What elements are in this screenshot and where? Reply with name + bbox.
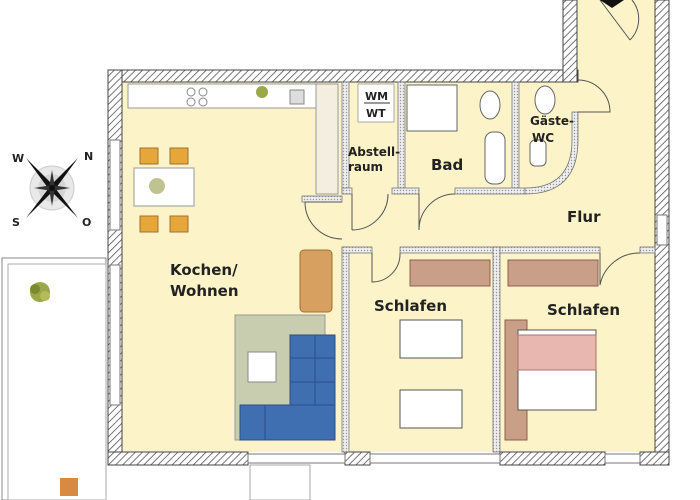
plant-icon (30, 282, 50, 302)
balcony (1, 257, 311, 500)
wardrobe (507, 259, 599, 287)
compass-south: S (12, 216, 20, 229)
compass-west: W (12, 152, 24, 165)
dining-table (133, 147, 195, 233)
interior-walls (301, 81, 656, 453)
washer-dryer (357, 83, 395, 123)
appliance-label-wm: WM (365, 90, 388, 103)
room-label-storage-line1: Abstell- (348, 145, 400, 159)
room-label-guest-wc-line1: Gäste- (530, 114, 574, 128)
appliance-label-wt: WT (366, 107, 386, 120)
room-label-kitchen-line1: Kochen/ (170, 261, 238, 279)
washbasin-icon (484, 131, 506, 185)
bath-fixtures (406, 84, 556, 185)
shower (406, 84, 458, 132)
room-label-bedroom-1: Schlafen (374, 297, 447, 315)
compass-east: O (82, 216, 91, 229)
plant-pot (60, 478, 78, 496)
sideboard (299, 249, 333, 313)
washbasin-icon (529, 139, 547, 167)
doors (304, 0, 641, 286)
compass-icon: N O S W (12, 150, 93, 229)
room-label-kitchen-line2: Wohnen (170, 282, 239, 300)
compass-north: N (84, 150, 93, 163)
stove-icon (186, 87, 208, 107)
living-area (234, 314, 336, 441)
toilet-icon (534, 85, 556, 115)
room-label-guest-wc-line2: WC (532, 131, 554, 145)
windows (109, 139, 668, 464)
entrance-arrow-icon (600, 0, 624, 8)
plant-icon (149, 178, 165, 194)
plant-icon (256, 86, 268, 98)
coffee-table (247, 351, 277, 383)
room-label-hall: Flur (567, 208, 601, 226)
room-label-storage-line2: raum (348, 160, 383, 174)
toilet-icon (479, 90, 501, 120)
room-label-bedroom-2: Schlafen (547, 301, 620, 319)
bed (399, 389, 463, 429)
sink-icon (289, 89, 305, 105)
bedroom-1-furniture (399, 259, 491, 429)
kitchen-counter (127, 83, 339, 195)
bed (399, 319, 463, 359)
bedroom-2-furniture (504, 259, 599, 441)
room-label-bath: Bad (431, 156, 463, 174)
wardrobe (409, 259, 491, 287)
